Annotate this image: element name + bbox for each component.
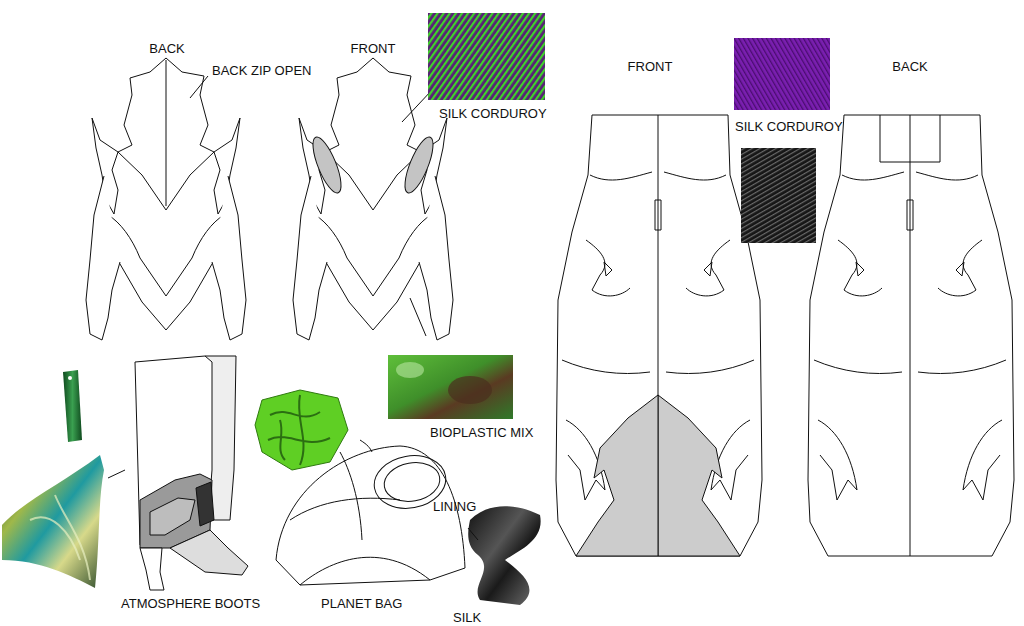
part-label: BIOPLASTIC MIX (430, 426, 533, 440)
part-label: BACK (149, 42, 184, 56)
top-front (293, 58, 453, 340)
trouser-back (808, 115, 1014, 556)
part-label: FRONT (351, 42, 396, 56)
part-label: FRONT (628, 60, 673, 74)
top-back (86, 58, 246, 340)
bag-flat (276, 440, 478, 585)
part-label: BACK ZIP OPEN (212, 64, 311, 78)
part-label: ATMOSPHERE BOOTS (121, 597, 260, 611)
part-label: PLANET BAG (321, 597, 402, 611)
part-label: SILK (453, 611, 481, 625)
part-label: SILK CORDUROY (439, 107, 547, 121)
part-label: BACK (892, 60, 927, 74)
trouser-front (556, 115, 762, 556)
fabric-swatches (2, 13, 830, 605)
boot-flat (108, 356, 248, 590)
part-label: SILK CORDUROY (735, 120, 843, 134)
part-label: LINING (433, 500, 476, 514)
